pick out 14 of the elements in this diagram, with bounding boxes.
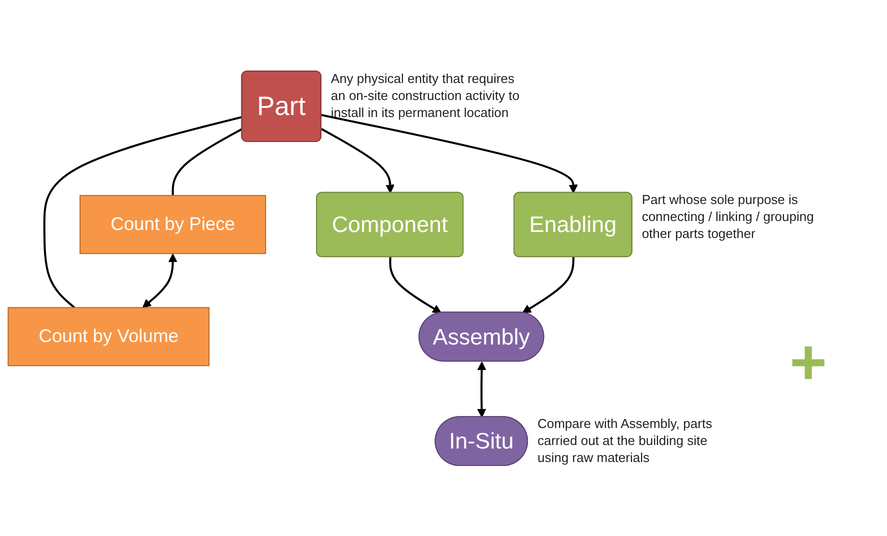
arrow	[321, 114, 578, 193]
arrow	[389, 256, 442, 313]
arrow	[477, 361, 486, 418]
arrow	[522, 256, 574, 313]
connector	[43, 116, 242, 308]
annotation-text: Part whose sole purpose is connecting / linking / grouping other parts together	[642, 192, 815, 243]
plus-sign: +	[790, 330, 827, 394]
annotation-text: Compare with Assembly, parts carried out at the building site using raw materials	[537, 416, 714, 467]
node-box: Count by Volume	[8, 306, 210, 366]
connector	[172, 128, 243, 196]
arrow	[142, 253, 178, 308]
annotation-text: Any physical entity that requires an on-site construction activity to install in its permanent location	[330, 70, 520, 122]
node-box: Count by Piece	[80, 194, 266, 254]
arrow	[320, 128, 395, 193]
